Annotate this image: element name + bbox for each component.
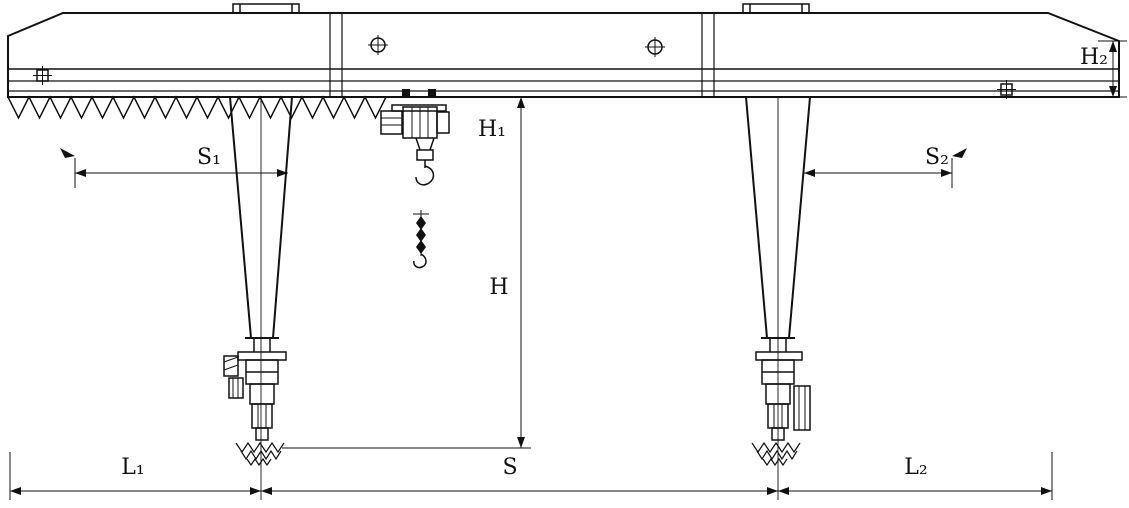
dim-label-s2: S₂ <box>925 145 949 170</box>
dim-label-h1: H₁ <box>478 117 506 142</box>
end-stop-right-icon <box>997 80 1016 99</box>
main-girder <box>7 12 1120 98</box>
right-rail-ground-hatch <box>751 441 801 467</box>
left-wheel-bogie <box>223 351 287 441</box>
left-rail-ground-hatch <box>235 441 285 467</box>
right-top-platform <box>742 3 810 14</box>
lifting-lug-left-icon <box>368 35 388 55</box>
lowered-hook <box>413 210 429 269</box>
dim-label-s: S <box>502 455 517 480</box>
dim-s2 <box>804 148 967 188</box>
girder-splice-right <box>701 13 715 97</box>
girder-splice-left <box>329 13 343 97</box>
festoon-curtain <box>7 95 387 120</box>
dim-bottom-chain <box>9 452 1053 500</box>
dim-label-h: H <box>489 275 508 300</box>
dim-label-l2: L₂ <box>904 455 927 480</box>
end-stop-left-icon <box>33 66 52 85</box>
dim-label-l1: L₁ <box>121 455 144 480</box>
dim-h1-h <box>282 97 531 449</box>
left-top-platform <box>232 3 300 14</box>
dim-label-h2: H₂ <box>1080 45 1108 70</box>
right-wheel-bogie <box>755 351 811 441</box>
right-leg <box>745 96 811 352</box>
dim-s1 <box>60 148 288 188</box>
dim-label-s1: S₁ <box>197 145 221 170</box>
dim-h2 <box>1098 40 1127 98</box>
lifting-lug-right-icon <box>645 37 665 57</box>
left-leg <box>229 96 293 352</box>
electric-hoist <box>380 89 450 161</box>
hoist-hook <box>415 160 435 186</box>
